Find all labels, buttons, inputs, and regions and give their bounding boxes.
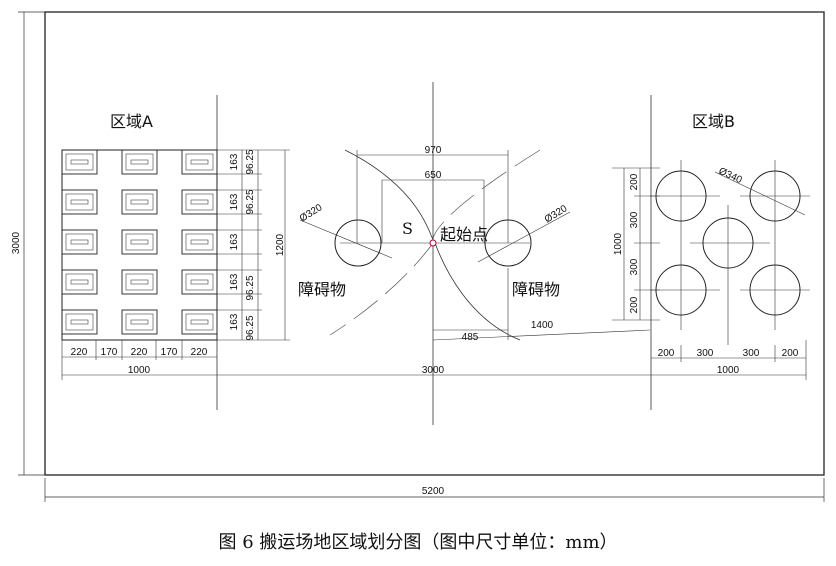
a-seg-4: 170 bbox=[161, 347, 178, 358]
a-seg-5: 220 bbox=[191, 347, 208, 358]
obst-dia-right: Ø320 bbox=[543, 203, 570, 226]
offset-485-label: 485 bbox=[462, 332, 479, 343]
b-h-200a: 200 bbox=[658, 348, 675, 359]
b-v-200b: 200 bbox=[629, 296, 640, 313]
figure-caption: 图 6 搬运场地区域划分图（图中尺寸单位：mm） bbox=[218, 532, 618, 553]
total-width-dimension bbox=[44, 478, 825, 502]
site-layout-drawing: 3000 5200 区域A 1200 163 96.25 bbox=[11, 11, 825, 502]
pallet-slot bbox=[61, 149, 98, 175]
pallet-slot bbox=[121, 229, 158, 255]
obstacle-left-circle bbox=[334, 219, 382, 267]
region-b-label: 区域B bbox=[692, 112, 735, 131]
obst-inner-label: 650 bbox=[425, 170, 442, 181]
total-height-label: 3000 bbox=[11, 231, 22, 254]
pallet-slot bbox=[121, 149, 158, 175]
a-pitch-5: 163 bbox=[229, 313, 240, 330]
a-pitch-4: 163 bbox=[229, 273, 240, 290]
pallet-slot bbox=[61, 229, 98, 255]
pallet-slot bbox=[181, 229, 218, 255]
b-width-label: 1000 bbox=[717, 365, 740, 376]
region-a: 区域A 1200 163 96.25 163 96.25 163 163 96.… bbox=[61, 95, 290, 410]
a-gap-4: 96.25 bbox=[245, 275, 256, 300]
a-pitch-1: 163 bbox=[229, 153, 240, 170]
pallet-slot bbox=[181, 189, 218, 215]
a-gap-5: 96.25 bbox=[245, 315, 256, 340]
obst-dia-left: Ø320 bbox=[298, 202, 325, 225]
a-seg-3: 220 bbox=[131, 347, 148, 358]
a-gap-1: 96.25 bbox=[245, 149, 256, 174]
pallet-slot bbox=[61, 189, 98, 215]
region-b: 区域B bbox=[612, 95, 810, 410]
center-region: 970 650 Ø320 Ø320 S 起始点 障碍物 障碍物 485 1400… bbox=[217, 82, 651, 425]
start-point-label: 起始点 bbox=[440, 225, 488, 244]
a-gap-2: 96.25 bbox=[245, 189, 256, 214]
a-seg-1: 220 bbox=[71, 347, 88, 358]
b-dia-label: Ø340 bbox=[717, 166, 744, 186]
total-height-dimension bbox=[18, 11, 45, 476]
pallet-slot bbox=[181, 269, 218, 295]
pallet-slot bbox=[121, 309, 158, 335]
b-h-200b: 200 bbox=[782, 348, 799, 359]
b-v-300a: 300 bbox=[629, 211, 640, 228]
b-h-300b: 300 bbox=[743, 348, 760, 359]
a-pitch-3: 163 bbox=[229, 233, 240, 250]
s-mark: S bbox=[402, 219, 413, 238]
pallet-grid bbox=[61, 149, 218, 335]
b-v-300b: 300 bbox=[629, 258, 640, 275]
pallet-slot bbox=[61, 269, 98, 295]
a-pitch-2: 163 bbox=[229, 193, 240, 210]
region-a-label: 区域A bbox=[110, 112, 153, 131]
obstacle-right-label: 障碍物 bbox=[512, 280, 560, 299]
b-h-300a: 300 bbox=[697, 348, 714, 359]
offset-1400-label: 1400 bbox=[531, 320, 554, 331]
a-seg-2: 170 bbox=[101, 347, 118, 358]
center-span-label: 3000 bbox=[422, 365, 445, 376]
start-point-marker bbox=[429, 239, 437, 247]
pallet-slot bbox=[121, 189, 158, 215]
pallet-slot bbox=[181, 149, 218, 175]
obstacle-left-label: 障碍物 bbox=[298, 280, 346, 299]
field-boundary bbox=[44, 11, 825, 476]
b-v-200a: 200 bbox=[629, 173, 640, 190]
pallet-slot bbox=[61, 309, 98, 335]
obst-outer-label: 970 bbox=[425, 145, 442, 156]
a-width-label: 1000 bbox=[128, 365, 151, 376]
pallet-slot bbox=[181, 309, 218, 335]
a-height-label: 1200 bbox=[275, 233, 286, 256]
total-width-label: 5200 bbox=[422, 486, 445, 497]
b-height-label: 1000 bbox=[613, 232, 624, 255]
pallet-slot bbox=[121, 269, 158, 295]
